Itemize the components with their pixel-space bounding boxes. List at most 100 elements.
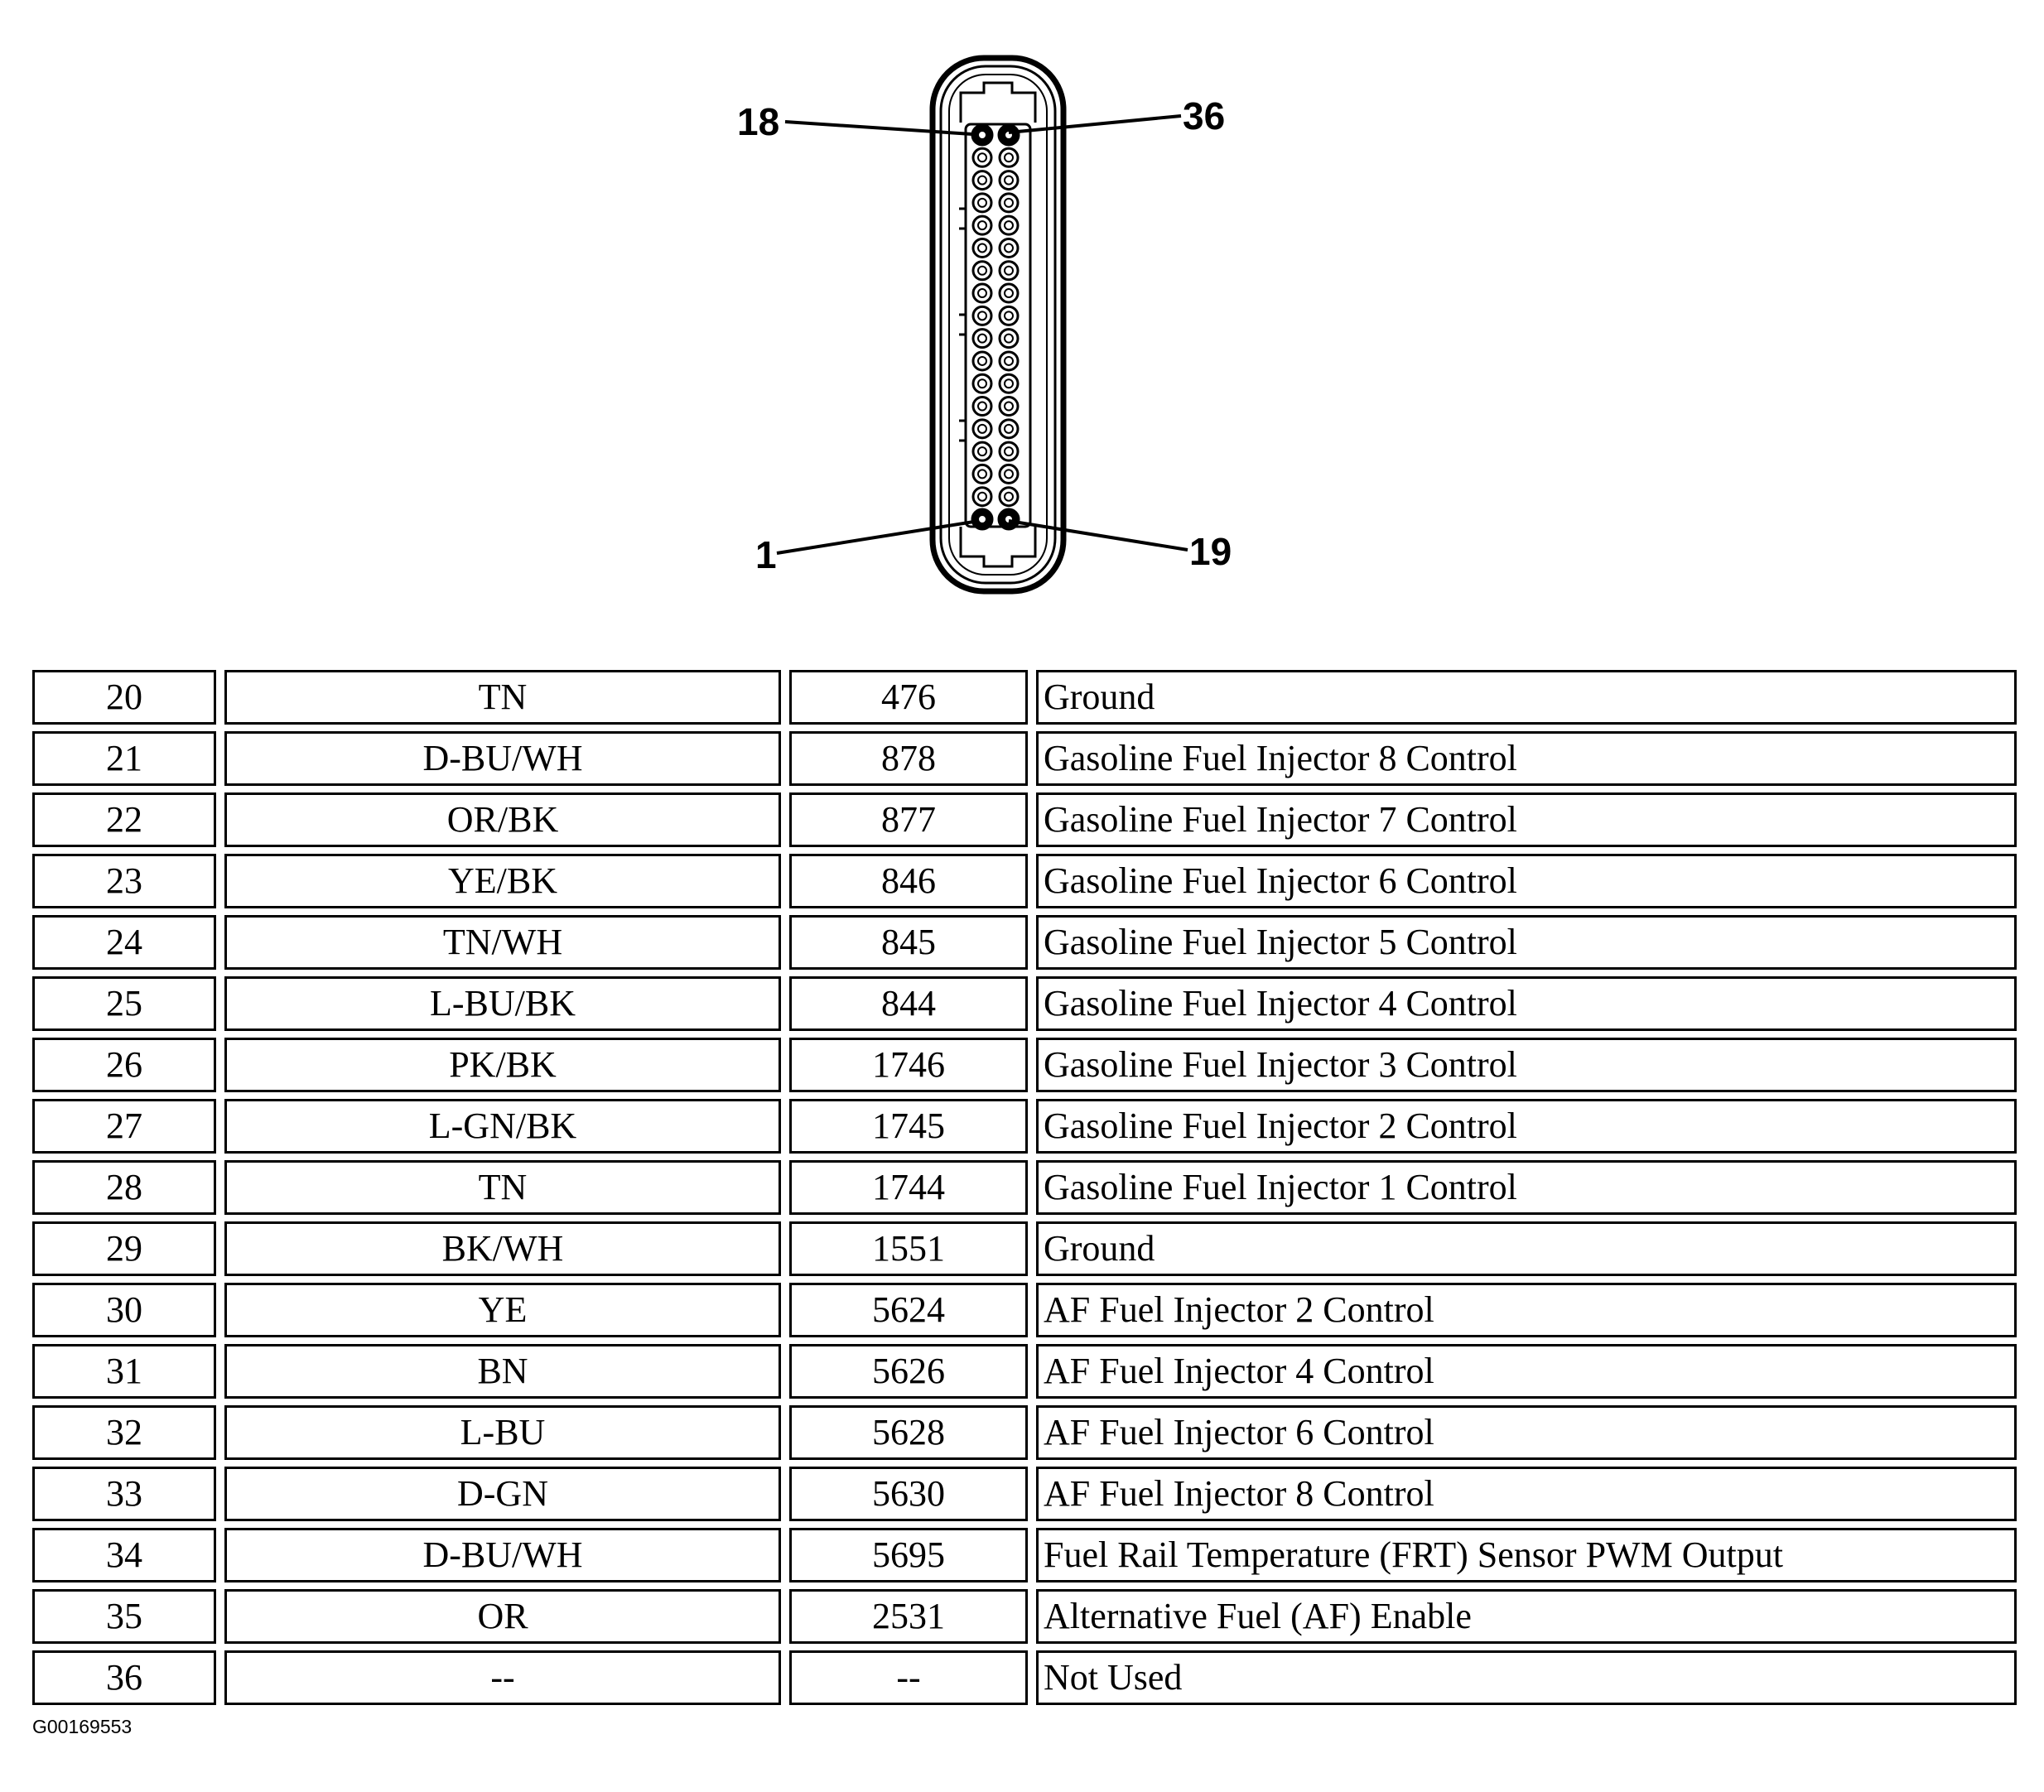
circuit-number-cell: 476 (789, 670, 1028, 725)
circuit-number-cell: 5626 (789, 1344, 1028, 1399)
pin-terminal (1004, 220, 1014, 231)
circuit-number-cell: 2531 (789, 1589, 1028, 1644)
circuit-number-cell: 5695 (789, 1528, 1028, 1582)
function-cell: AF Fuel Injector 8 Control (1036, 1467, 2017, 1521)
pin-terminal (977, 469, 987, 479)
pin-terminal (1004, 401, 1014, 412)
pin-number-cell: 34 (32, 1528, 216, 1582)
pin-terminal (1004, 446, 1014, 457)
wire-color-cell: YE (224, 1283, 781, 1337)
pin-terminal (1004, 197, 1014, 208)
circuit-number-cell: 1745 (789, 1099, 1028, 1154)
pin-terminal (1004, 265, 1014, 276)
wire-color-cell: YE/BK (224, 854, 781, 908)
connector-face-diagram: 18 36 1 19 (737, 55, 1232, 595)
pin-number-cell: 20 (32, 670, 216, 725)
pin-terminal (1004, 378, 1014, 389)
pin-number-cell: 27 (32, 1099, 216, 1154)
wire-color-cell: TN/WH (224, 915, 781, 970)
pin-terminal (1004, 333, 1014, 344)
wire-color-cell: L-BU/BK (224, 976, 781, 1031)
function-cell: Gasoline Fuel Injector 2 Control (1036, 1099, 2017, 1154)
leader-line-pin-1 (776, 519, 980, 555)
function-cell: Not Used (1036, 1650, 2017, 1705)
circuit-number-cell: 844 (789, 976, 1028, 1031)
function-cell: Alternative Fuel (AF) Enable (1036, 1589, 2017, 1644)
function-cell: AF Fuel Injector 2 Control (1036, 1283, 2017, 1337)
pin-terminal (977, 265, 987, 276)
function-cell: Gasoline Fuel Injector 5 Control (1036, 915, 2017, 970)
pin-terminal (977, 446, 987, 457)
pin-terminal (1004, 288, 1014, 299)
function-cell: Gasoline Fuel Injector 3 Control (1036, 1038, 2017, 1092)
pin-terminal (977, 130, 987, 140)
connector-side-notch (959, 207, 967, 230)
function-cell: Gasoline Fuel Injector 1 Control (1036, 1160, 2017, 1215)
pin-label-36: 36 (1183, 94, 1225, 137)
leader-line-pin-36 (1008, 114, 1182, 134)
pin-terminal (977, 243, 987, 253)
connector-side-notch (959, 419, 967, 442)
function-cell: Fuel Rail Temperature (FRT) Sensor PWM O… (1036, 1528, 2017, 1582)
circuit-number-cell: -- (789, 1650, 1028, 1705)
wire-color-cell: PK/BK (224, 1038, 781, 1092)
pin-terminal (1004, 355, 1014, 366)
pin-number-cell: 36 (32, 1650, 216, 1705)
pin-grid (971, 123, 1020, 531)
pin-terminal (977, 423, 987, 434)
pin-terminal (977, 197, 987, 208)
pin-number-cell: 28 (32, 1160, 216, 1215)
circuit-number-cell: 845 (789, 915, 1028, 970)
circuit-number-cell: 878 (789, 731, 1028, 786)
pin-terminal (977, 378, 987, 389)
pin-terminal (1004, 423, 1014, 434)
pin-number-cell: 32 (32, 1405, 216, 1460)
pin-number-cell: 21 (32, 731, 216, 786)
pin-label-18: 18 (737, 100, 779, 143)
circuit-number-cell: 1746 (789, 1038, 1028, 1092)
function-cell: AF Fuel Injector 4 Control (1036, 1344, 2017, 1399)
pin-number-cell: 22 (32, 792, 216, 847)
pin-number-cell: 24 (32, 915, 216, 970)
pin-number-cell: 26 (32, 1038, 216, 1092)
connector-housing-outer (929, 55, 1067, 595)
pin-number-cell: 35 (32, 1589, 216, 1644)
wire-color-cell: BK/WH (224, 1221, 781, 1276)
circuit-number-cell: 5628 (789, 1405, 1028, 1460)
wire-color-cell: -- (224, 1650, 781, 1705)
pin-number-cell: 30 (32, 1283, 216, 1337)
wire-color-cell: BN (224, 1344, 781, 1399)
wire-color-cell: L-BU (224, 1405, 781, 1460)
pin-terminal (977, 355, 987, 366)
circuit-number-cell: 846 (789, 854, 1028, 908)
function-cell: Gasoline Fuel Injector 7 Control (1036, 792, 2017, 847)
pin-number-cell: 23 (32, 854, 216, 908)
function-cell: Ground (1036, 670, 2017, 725)
leader-line-pin-18 (784, 120, 973, 136)
function-cell: Gasoline Fuel Injector 4 Control (1036, 976, 2017, 1031)
pin-number-cell: 25 (32, 976, 216, 1031)
pin-terminal (977, 288, 987, 299)
pin-terminal (977, 401, 987, 412)
pin-terminal (977, 311, 987, 321)
pin-terminal (1004, 469, 1014, 479)
wire-color-cell: D-BU/WH (224, 731, 781, 786)
leader-line-pin-19 (1008, 519, 1188, 552)
wire-color-cell: TN (224, 670, 781, 725)
wire-color-cell: OR (224, 1589, 781, 1644)
pin-label-1: 1 (755, 533, 777, 576)
pin-number-cell: 29 (32, 1221, 216, 1276)
